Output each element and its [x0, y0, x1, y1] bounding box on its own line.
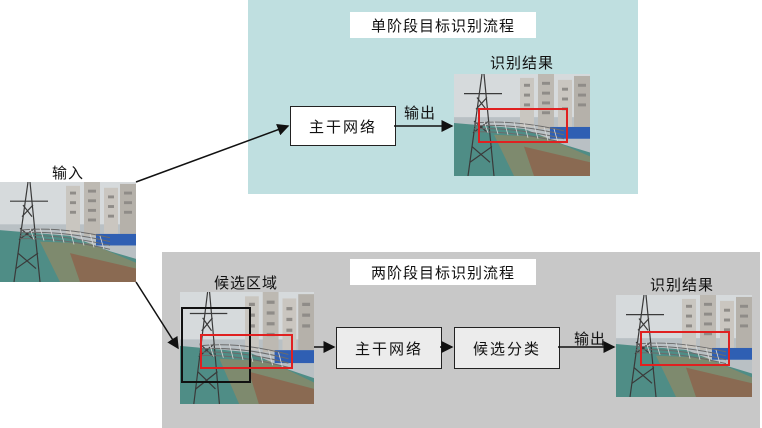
candidate-box-red [200, 334, 293, 369]
two-detection-box [640, 331, 730, 366]
single-result-label: 识别结果 [490, 54, 555, 72]
two-output-label: 输出 [574, 330, 607, 348]
two-result-label: 识别结果 [650, 276, 715, 294]
two-backbone-box: 主干网络 [336, 327, 442, 369]
input-label: 输入 [52, 164, 85, 182]
candidate-region-label: 候选区域 [214, 274, 279, 292]
single-backbone-box: 主干网络 [290, 106, 396, 146]
single-detection-box [478, 108, 568, 143]
candidate-box-black [181, 307, 251, 383]
two-stage-title: 两阶段目标识别流程 [350, 259, 536, 285]
single-output-label: 输出 [404, 104, 437, 122]
single-stage-title: 单阶段目标识别流程 [350, 12, 536, 38]
input-image [0, 182, 136, 282]
candidate-classify-box: 候选分类 [454, 327, 560, 369]
